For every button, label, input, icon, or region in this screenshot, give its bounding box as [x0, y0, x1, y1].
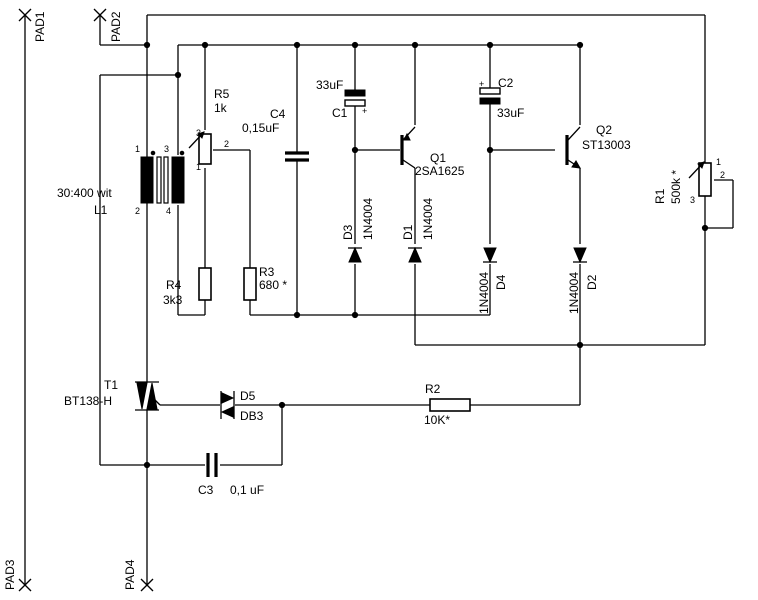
capacitor-c3: C3 0,1 uF [198, 453, 264, 497]
d3-value: 1N4004 [361, 198, 375, 240]
l1-pin1: 1 [135, 144, 140, 154]
diac-d5: D5 DB3 [220, 389, 264, 423]
l1-ratio: 30:400 wit [57, 186, 112, 200]
r1-pin1: 1 [716, 157, 721, 167]
r5-pin2: 2 [224, 139, 229, 149]
capacitor-c4: C4 0,15uF [242, 107, 309, 162]
c3-ref: C3 [198, 483, 214, 497]
l1-dot-primary [150, 150, 156, 156]
pad3-connector: PAD3 [3, 559, 32, 592]
diode-d4: 1N4004 D4 [477, 247, 508, 314]
q2-ref: Q2 [596, 123, 612, 137]
potentiometer-r1: 1 2 3 R1 500k * [653, 157, 725, 205]
l1-ref: L1 [94, 203, 108, 217]
pad4-label: PAD4 [123, 559, 137, 590]
d5-ref: D5 [240, 389, 256, 403]
pad2-connector: PAD2 [93, 8, 123, 42]
r4-value: 3k3 [163, 293, 183, 307]
r5-pin1: 1 [196, 162, 201, 172]
wires [24, 14, 734, 585]
l1-pin3: 3 [164, 144, 169, 154]
potentiometer-r5: 3 2 1 R5 1k [188, 87, 230, 172]
capacitor-c2: + C2 33uF [479, 76, 524, 120]
pad1-label: PAD1 [33, 11, 47, 42]
pad1-connector: PAD1 [18, 8, 47, 42]
d2-value: 1N4004 [567, 272, 581, 314]
r5-value: 1k [214, 101, 228, 115]
r1-ref: R1 [653, 188, 667, 204]
r2-value: 10K* [424, 413, 450, 427]
l1-pin4: 4 [166, 206, 171, 216]
l1-core-left [156, 156, 162, 204]
pad3-label: PAD3 [3, 559, 17, 590]
l1-pin2: 2 [135, 206, 140, 216]
l1-primary-coil [140, 156, 154, 204]
l1-secondary-coil [171, 156, 185, 204]
d5-value: DB3 [240, 409, 264, 423]
d1-ref: D1 [401, 224, 415, 240]
c1-plate-hollow [344, 99, 366, 107]
c1-plus: + [362, 106, 367, 116]
r1-pin3: 3 [690, 195, 695, 205]
inductor-l1: 1 3 2 4 30:400 wit L1 [57, 144, 185, 217]
r5-ref: R5 [214, 87, 230, 101]
diode-d2: 1N4004 D2 [567, 247, 599, 314]
r5-pin3: 3 [196, 128, 201, 138]
c2-value: 33uF [497, 106, 524, 120]
capacitor-c1: + 33uF C1 [316, 78, 367, 120]
diode-d3: D3 1N4004 [341, 198, 375, 263]
q1-ref: Q1 [430, 151, 446, 165]
resistor-r4: R4 3k3 [163, 267, 212, 307]
c2-plus: + [479, 79, 484, 89]
r1-value: 500k * [669, 170, 683, 204]
diode-d1: D1 1N4004 [401, 198, 435, 263]
l1-dot-secondary [179, 150, 185, 156]
l1-core-right [163, 156, 169, 204]
transistor-q1: Q1 2SA1625 [400, 126, 465, 178]
c1-plate-solid [344, 89, 366, 97]
d2-ref: D2 [585, 274, 599, 290]
r3-value: 680 * [259, 278, 287, 292]
d4-ref: D4 [494, 274, 508, 290]
r3-ref: R3 [259, 265, 275, 279]
c4-value: 0,15uF [242, 121, 279, 135]
t1-ref: T1 [104, 378, 118, 392]
t1-value: BT138-H [64, 394, 112, 408]
c4-ref: C4 [270, 107, 286, 121]
transistor-q2: Q2 ST13003 [565, 123, 631, 169]
pad2-label: PAD2 [109, 11, 123, 42]
r4-ref: R4 [166, 278, 182, 292]
q2-value: ST13003 [582, 138, 631, 152]
junction-dots [143, 41, 709, 469]
pad4-connector: PAD4 [123, 559, 154, 592]
r2-ref: R2 [425, 382, 441, 396]
d3-ref: D3 [341, 224, 355, 240]
d4-value: 1N4004 [477, 272, 491, 314]
c2-plate-solid [479, 97, 501, 105]
c1-value: 33uF [316, 78, 343, 92]
r1-pin2: 2 [720, 170, 725, 180]
resistor-r2: R2 10K* [424, 382, 471, 427]
c2-ref: C2 [498, 76, 514, 90]
c2-plate-hollow [479, 87, 501, 95]
c3-value: 0,1 uF [230, 483, 264, 497]
resistor-r3: R3 680 * [243, 265, 287, 301]
d1-value: 1N4004 [421, 198, 435, 240]
c1-ref: C1 [332, 106, 348, 120]
triac-t1: T1 BT138-H [64, 378, 159, 411]
q1-value: 2SA1625 [415, 164, 465, 178]
